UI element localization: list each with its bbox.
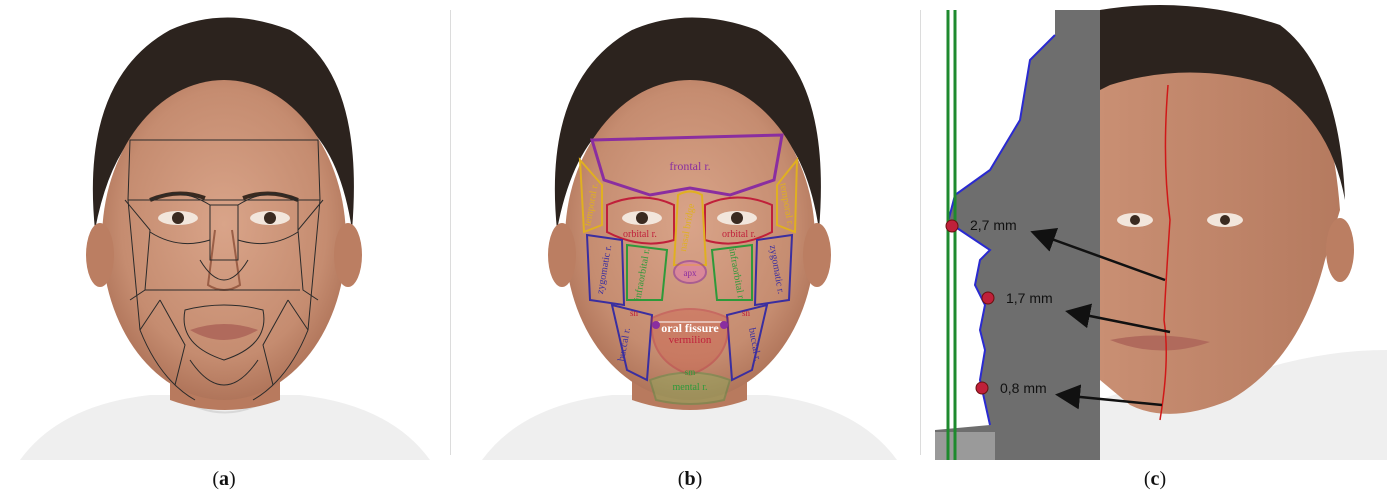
panel-c: 2,7 mm 1,7 mm 0,8 mm: [930, 0, 1387, 460]
panel-a: [0, 0, 447, 460]
divider: [450, 10, 451, 455]
measurement-2: 1,7 mm: [1006, 290, 1053, 306]
label-frontal: frontal r.: [669, 159, 710, 173]
face-photo-regions: frontal r. temporal r. temporal r. orbit…: [462, 0, 917, 460]
label-nasolabial-right: sn: [742, 308, 751, 318]
caption-a: (a): [124, 468, 324, 491]
panel-b: frontal r. temporal r. temporal r. orbit…: [462, 0, 917, 460]
measurement-3: 0,8 mm: [1000, 380, 1047, 396]
label-nasolabial-left: sn: [630, 308, 639, 318]
measurement-1: 2,7 mm: [970, 217, 1017, 233]
divider: [920, 10, 921, 455]
face-photo-outlined: [0, 0, 447, 460]
label-apex: apx: [684, 268, 697, 278]
profile-overlay: 2,7 mm 1,7 mm 0,8 mm: [930, 0, 1387, 460]
label-oral-fissure: oral fissure: [661, 321, 719, 335]
label-mental: mental r.: [673, 382, 708, 393]
label-sm: sm: [685, 367, 696, 377]
caption-b: (b): [590, 468, 790, 491]
label-vermilion: vermilion: [669, 334, 712, 346]
caption-c: (c): [1055, 468, 1255, 491]
label-orbital-right: orbital r.: [722, 229, 756, 240]
label-orbital-left: orbital r.: [623, 229, 657, 240]
